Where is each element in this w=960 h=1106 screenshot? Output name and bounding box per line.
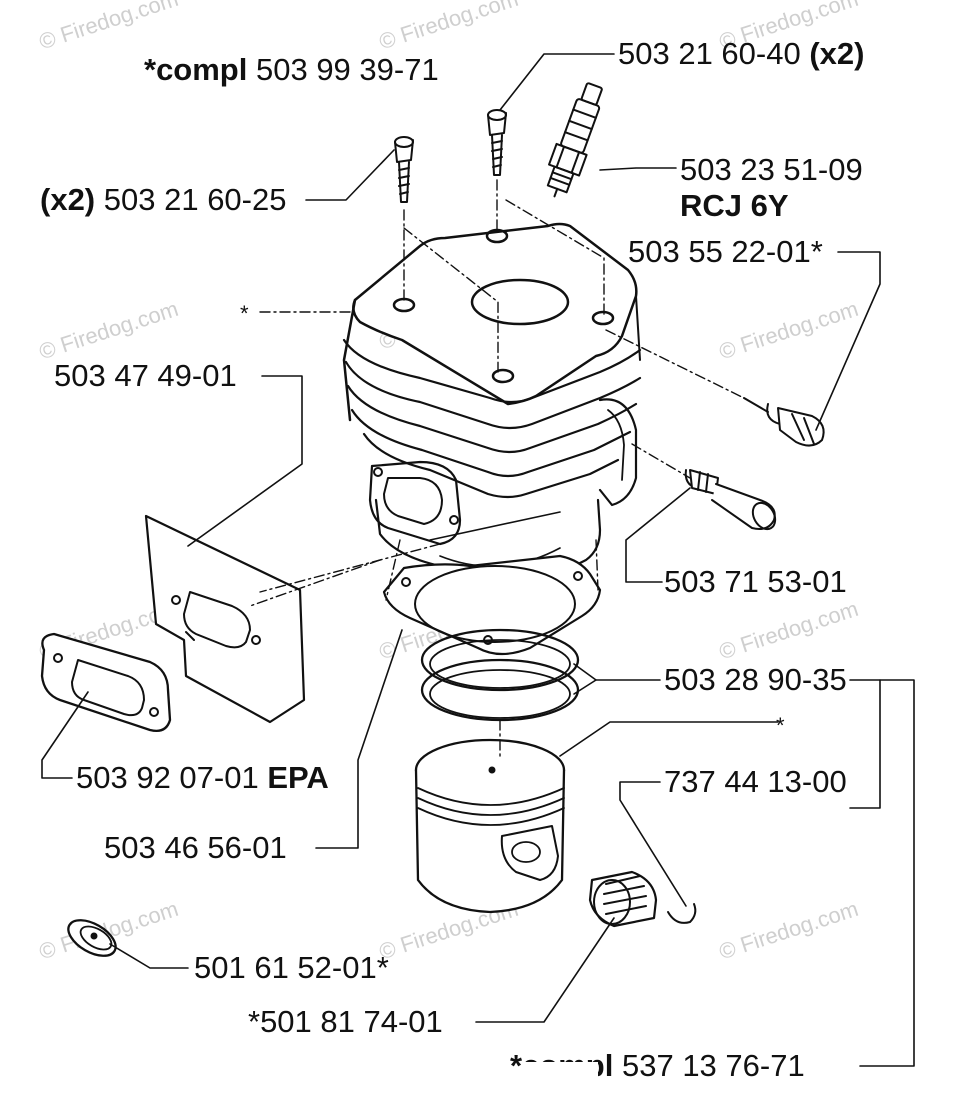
- needle-bearing: [588, 870, 658, 928]
- part-number: 503 47 49-01: [54, 358, 237, 393]
- part-number: *501 81 74-01: [248, 1004, 443, 1039]
- label-ring-set: 503 28 90-35: [664, 662, 847, 698]
- spark-plug: [546, 82, 603, 198]
- label-valve-503715301: 503 71 53-01: [664, 564, 847, 600]
- part-number: 503 21 60-25: [103, 182, 287, 217]
- cylinder: [342, 222, 642, 595]
- label-gasket-503474901: 503 47 49-01: [54, 358, 237, 394]
- alignment-lines: [249, 179, 749, 761]
- part-number: 503 28 90-35: [664, 662, 847, 697]
- label-compl-cylinder: *compl 503 99 39-71: [144, 52, 439, 88]
- label-prefix: *compl: [144, 52, 248, 87]
- scan-artifact: [522, 1062, 598, 1088]
- part-number: 503 99 39-71: [255, 52, 439, 87]
- piston: [414, 738, 566, 914]
- muffler-gasket: [40, 632, 172, 733]
- part-number: 503 92 07-01: [76, 760, 259, 795]
- screw-middle: [487, 109, 507, 176]
- plug-small: [743, 397, 825, 447]
- plug-disc: [67, 919, 117, 957]
- part-number: 737 44 13-00: [664, 764, 847, 799]
- heat-shield: [144, 514, 306, 724]
- label-suffix: EPA: [267, 760, 329, 795]
- circlip: [667, 903, 697, 924]
- screw-left: [394, 136, 414, 203]
- leader-lines: [41, 53, 915, 1067]
- label-plug-501615201: 501 61 52-01*: [194, 950, 389, 986]
- label-screw-503216025: (x2) 503 21 60-25: [40, 182, 286, 218]
- part-number: 501 61 52-01*: [194, 950, 389, 985]
- part-number: 503 46 56-01: [104, 830, 287, 865]
- label-bearing-501817401: *501 81 74-01: [248, 1004, 443, 1040]
- label-star-left: *: [240, 301, 249, 326]
- label-muffler-gasket: 503 92 07-01 EPA: [76, 760, 329, 796]
- label-spark-plug-type: RCJ 6Y: [680, 188, 789, 224]
- label-prefix: (x2): [40, 182, 96, 217]
- plug-type: RCJ 6Y: [680, 188, 789, 223]
- label-spark-plug: 503 23 51-09: [680, 152, 863, 188]
- part-number: 503 23 51-09: [680, 152, 863, 187]
- part-number: 503 71 53-01: [664, 564, 847, 599]
- label-base-gasket: 503 46 56-01: [104, 830, 287, 866]
- label-screw-503216040: 503 21 60-40 (x2): [618, 36, 864, 72]
- part-number: 537 13 76-71: [621, 1048, 805, 1083]
- label-suffix: (x2): [809, 36, 865, 71]
- part-number: 503 21 60-40: [618, 36, 801, 71]
- decompression-valve: [684, 469, 777, 531]
- part-number: 503 55 22-01*: [628, 234, 823, 269]
- label-plug-503552201: 503 55 22-01*: [628, 234, 823, 270]
- label-piston-star: *: [776, 713, 785, 738]
- label-pin-737441300: 737 44 13-00: [664, 764, 847, 800]
